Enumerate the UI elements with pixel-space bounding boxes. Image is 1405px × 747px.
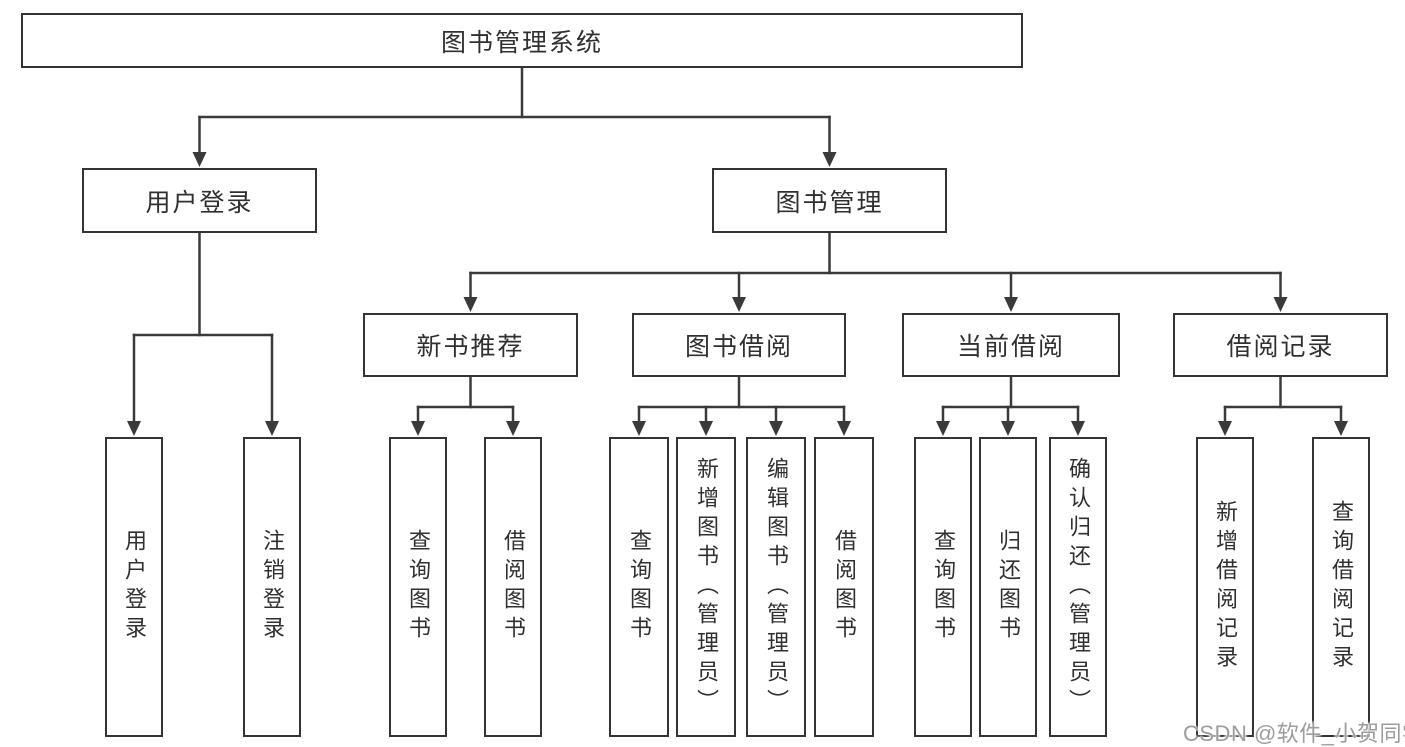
connector-group-book-borrow [632,375,851,436]
box-label-leaf-borrow-book: 借阅图书 [832,529,857,645]
box-leaf-edit-book: 编辑图书（管理员） [746,437,806,737]
arrowhead-icon [1273,297,1288,312]
box-label-leaf-confirm-return: 确认归还（管理员） [1066,456,1091,718]
arrowhead-icon [192,152,207,167]
box-label-leaf-return-book: 归还图书 [996,529,1021,645]
box-leaf-logout: 注销登录 [243,437,301,737]
arrowhead-icon [837,421,851,436]
connector-group-user-login [127,231,279,436]
box-label-book-management: 图书管理 [775,188,884,217]
box-label-leaf-query-borrow-record: 查询借阅记录 [1329,500,1354,674]
box-label-leaf-query-book-borrow: 查询图书 [627,529,652,645]
arrowhead-icon [822,152,837,167]
box-user-login: 用户登录 [82,168,317,233]
box-leaf-query-book-recommend: 查询图书 [389,437,447,737]
arrowhead-icon [769,421,783,436]
connector-group-new-book-recommend [411,375,520,436]
arrowhead-icon [1004,297,1018,312]
box-label-leaf-add-borrow-record: 新增借阅记录 [1213,500,1238,674]
box-label-new-book-recommend: 新书推荐 [416,333,525,361]
arrowhead-icon [411,421,425,436]
box-borrow-records: 借阅记录 [1173,313,1388,377]
box-label-user-login: 用户登录 [145,188,254,217]
box-label-leaf-add-book: 新增图书（管理员） [694,456,719,718]
box-leaf-confirm-return: 确认归还（管理员） [1049,437,1107,737]
arrowhead-icon [506,421,520,436]
connector-group-book-management [463,231,1288,312]
box-label-root: 图书管理系统 [440,28,603,57]
arrowhead-icon [265,421,279,436]
box-leaf-borrow-book-recommend: 借阅图书 [484,437,542,737]
box-label-leaf-logout: 注销登录 [260,529,285,645]
arrowhead-icon [1218,421,1232,436]
box-leaf-add-book: 新增图书（管理员） [676,437,736,737]
connector-group-current-borrow [936,375,1085,436]
box-label-book-borrow: 图书借阅 [684,333,793,361]
box-label-leaf-edit-book: 编辑图书（管理员） [764,456,789,718]
connector-group-root [192,66,837,167]
box-label-leaf-query-book-current: 查询图书 [931,529,956,645]
box-label-current-borrow: 当前借阅 [956,333,1065,361]
box-label-leaf-borrow-book-recommend: 借阅图书 [501,529,526,645]
connector-group-borrow-records [1218,375,1348,436]
box-leaf-user-login: 用户登录 [105,437,163,737]
arrowhead-icon [463,297,478,312]
box-label-borrow-records: 借阅记录 [1226,333,1335,361]
box-label-leaf-user-login: 用户登录 [122,529,147,645]
arrowhead-icon [936,421,950,436]
arrowhead-icon [1334,421,1348,436]
arrowhead-icon [632,421,646,436]
arrowhead-icon [699,421,713,436]
box-book-management: 图书管理 [712,168,947,233]
arrowhead-icon [127,421,141,436]
arrowhead-icon [1071,421,1085,436]
box-book-borrow: 图书借阅 [632,313,846,377]
box-leaf-query-book-borrow: 查询图书 [609,437,669,737]
box-label-leaf-query-book-recommend: 查询图书 [406,529,431,645]
watermark: CSDN @软件_小贺同学 [1183,721,1405,746]
arrowhead-icon [1001,421,1015,436]
box-leaf-borrow-book: 借阅图书 [814,437,874,737]
box-root: 图书管理系统 [21,13,1023,68]
box-leaf-query-borrow-record: 查询借阅记录 [1312,437,1370,737]
box-leaf-add-borrow-record: 新增借阅记录 [1196,437,1254,737]
arrowhead-icon [732,297,746,312]
box-leaf-query-book-current: 查询图书 [914,437,972,737]
box-current-borrow: 当前借阅 [902,313,1120,377]
box-leaf-return-book: 归还图书 [979,437,1037,737]
box-new-book-recommend: 新书推荐 [363,313,578,377]
